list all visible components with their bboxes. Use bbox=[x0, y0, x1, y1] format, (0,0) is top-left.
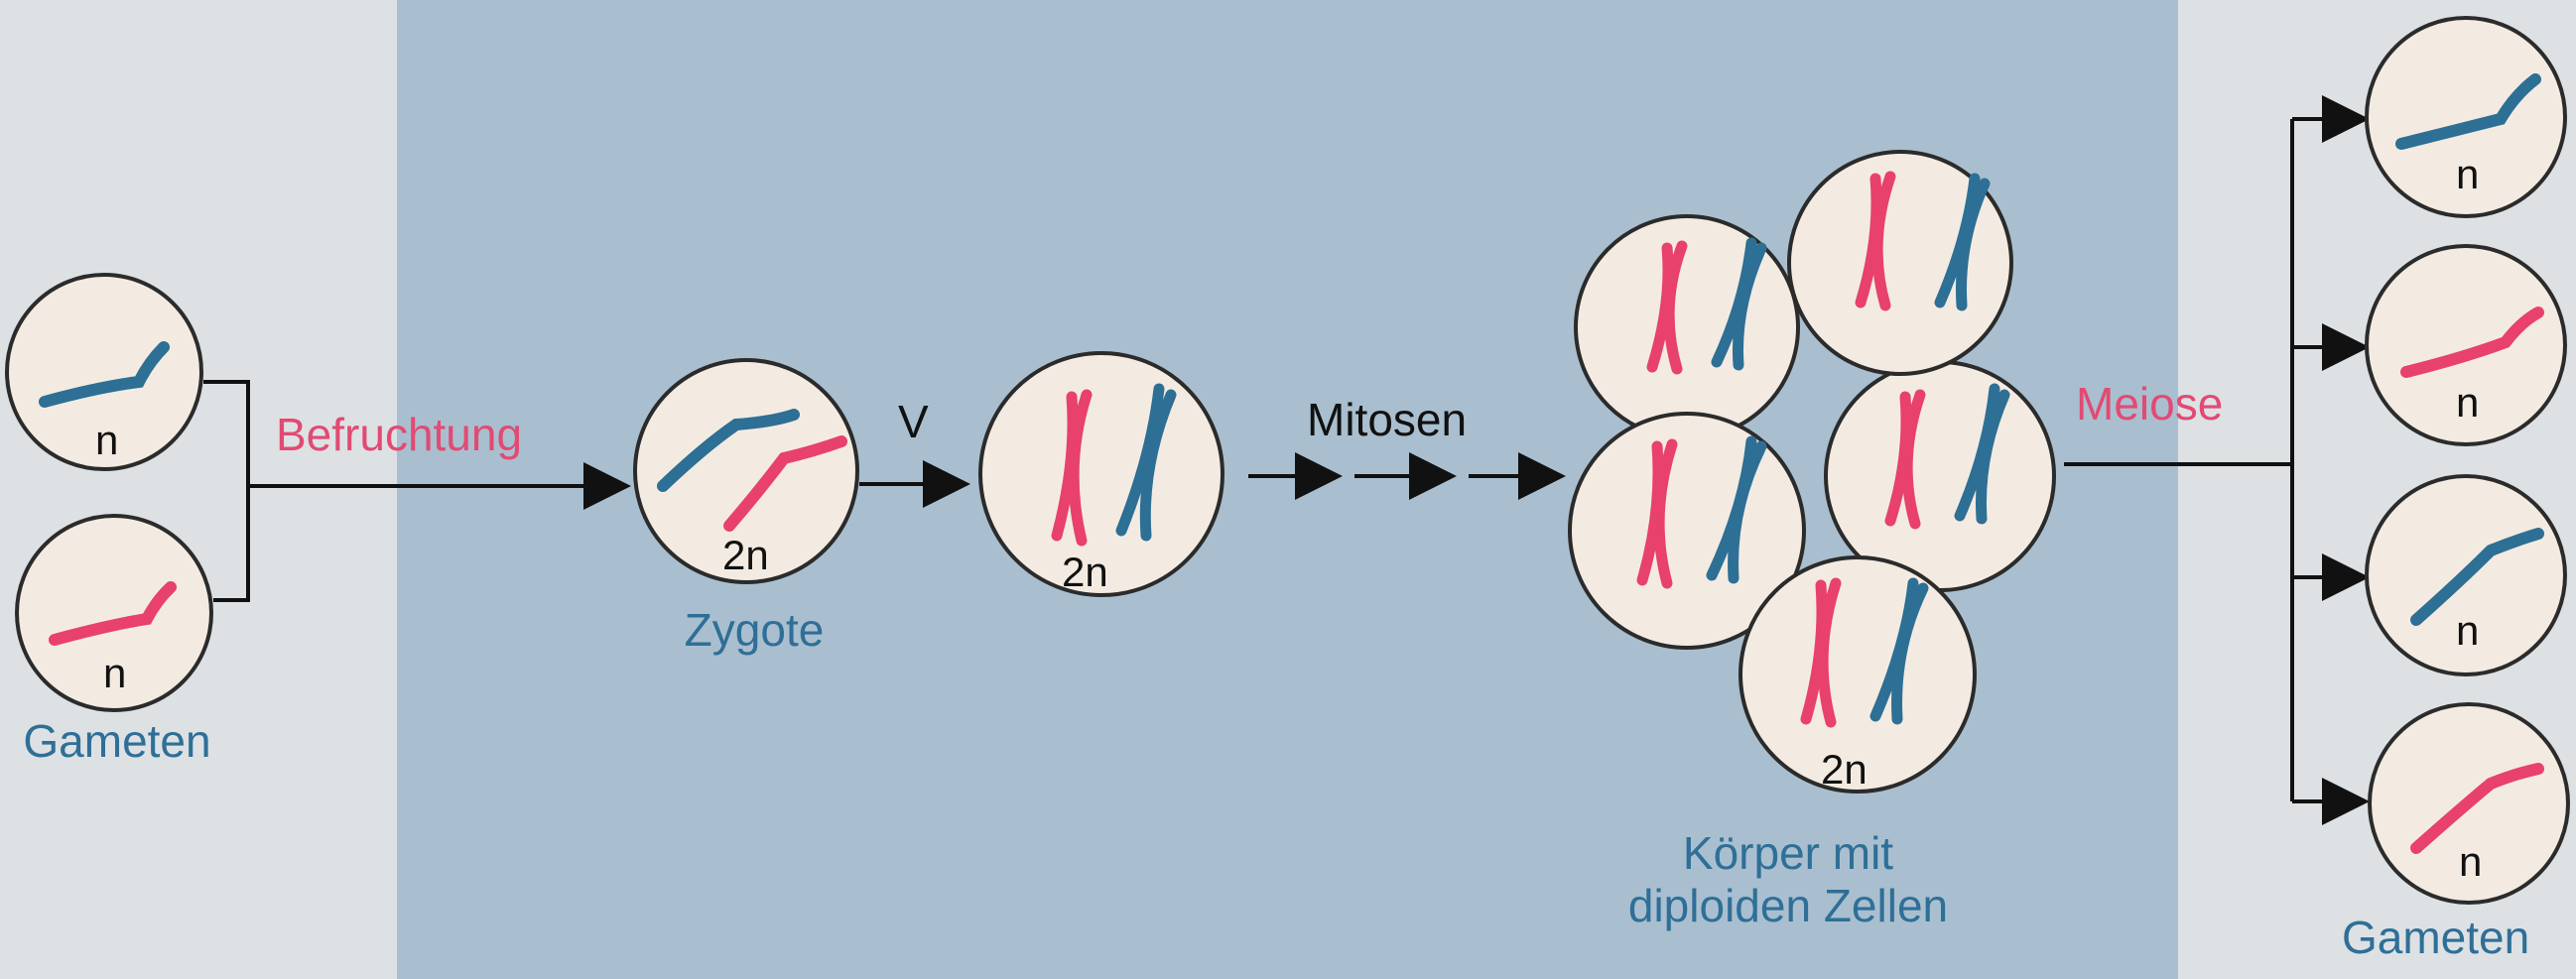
koerper-label-line2: diploiden Zellen bbox=[1627, 880, 1949, 931]
chromosome-pink bbox=[1884, 389, 1926, 530]
cell bbox=[5, 273, 203, 471]
cell bbox=[1787, 150, 2013, 376]
chromosome-blue bbox=[1706, 435, 1767, 584]
body-cell-cluster bbox=[1568, 150, 2056, 794]
chromosome-blue bbox=[1115, 383, 1177, 542]
gamete-right-3-ploidy: n bbox=[2456, 607, 2480, 654]
gamete-right-1-ploidy: n bbox=[2456, 151, 2480, 197]
chromosome-blue bbox=[1869, 577, 1929, 725]
chromosome-pink bbox=[2410, 763, 2544, 854]
chromosome-pink bbox=[1800, 577, 1842, 728]
chromosome-blue bbox=[1954, 383, 2010, 525]
cell bbox=[2365, 244, 2567, 446]
chromosome-blue bbox=[1934, 173, 1991, 311]
gameten-right-label: Gameten bbox=[2342, 912, 2530, 963]
chromosome-blue bbox=[1711, 237, 1767, 371]
gamete-left-blue-ploidy: n bbox=[95, 417, 119, 463]
chromosome-pink bbox=[1646, 240, 1688, 375]
chromosome-blue bbox=[39, 341, 170, 408]
body-cell-3 bbox=[1787, 150, 2013, 376]
body-cell-1 bbox=[1574, 214, 1800, 440]
gamete-right-3 bbox=[2365, 474, 2567, 676]
chromosome-blue bbox=[2410, 528, 2544, 626]
chromosome-pink bbox=[49, 581, 177, 646]
mitosen-label: Mitosen bbox=[1307, 394, 1468, 445]
gamete-left-pink bbox=[15, 514, 213, 712]
zygote-cell bbox=[633, 358, 859, 584]
gamete-right-2 bbox=[2365, 244, 2567, 446]
chromosome-pink bbox=[2400, 306, 2544, 378]
gamete-right-1 bbox=[2365, 16, 2567, 218]
koerper-label-line1: Körper mit bbox=[1682, 827, 1894, 879]
gamete-right-2-ploidy: n bbox=[2456, 379, 2480, 426]
chromosome-blue bbox=[2395, 73, 2541, 150]
chromosome-pink bbox=[1051, 389, 1093, 547]
diploid-cell bbox=[978, 351, 1224, 597]
body-cell-4 bbox=[1568, 412, 1806, 650]
fertilization-bracket bbox=[203, 380, 250, 602]
zygote-label: Zygote bbox=[684, 604, 825, 656]
chromosome-pink bbox=[723, 435, 847, 532]
zygote-ploidy: 2n bbox=[722, 532, 769, 578]
chromosome-blue bbox=[657, 409, 800, 492]
chromosome-pink bbox=[1855, 171, 1896, 311]
chromosome-pink bbox=[1636, 438, 1678, 589]
body-cell-ploidy: 2n bbox=[1821, 746, 1868, 793]
diploid-cell-ploidy: 2n bbox=[1062, 549, 1108, 595]
gamete-right-4-ploidy: n bbox=[2459, 838, 2483, 885]
gameten-left-label: Gameten bbox=[23, 715, 211, 767]
cell bbox=[633, 358, 859, 584]
befruchtung-label: Befruchtung bbox=[276, 409, 523, 460]
gamete-right-4 bbox=[2368, 702, 2570, 905]
meiose-label: Meiose bbox=[2076, 378, 2224, 429]
gamete-left-blue bbox=[5, 273, 203, 471]
cell bbox=[15, 514, 213, 712]
cell bbox=[2365, 16, 2567, 218]
v-label: V bbox=[898, 396, 929, 447]
gamete-left-pink-ploidy: n bbox=[103, 650, 127, 696]
body-cell-5 bbox=[1739, 555, 1977, 794]
